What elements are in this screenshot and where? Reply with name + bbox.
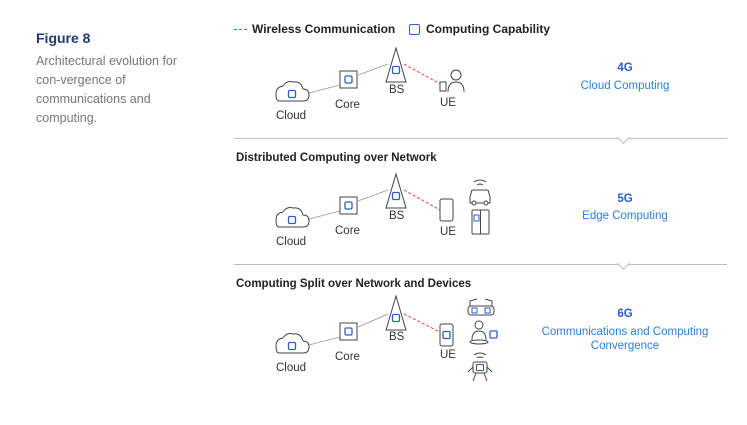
gen-6g: 6G — [617, 308, 633, 320]
section-6g-title: Computing Split over Network and Devices — [236, 278, 472, 290]
section-6g-diagram — [275, 294, 498, 382]
legend-computing: Computing Capability — [409, 22, 550, 36]
ue-label: UE — [440, 349, 456, 361]
separator-2 — [234, 264, 727, 265]
smartphone-icon — [439, 198, 454, 222]
dashed-line-icon — [234, 29, 247, 31]
core-server-icon — [339, 70, 358, 89]
cloud-icon — [275, 333, 310, 354]
person-hologram-icon — [469, 320, 498, 345]
gen-5g: 5G — [617, 193, 633, 205]
base-station-icon — [385, 294, 407, 331]
legend-wireless: Wireless Communication — [234, 22, 395, 36]
user-person-icon — [439, 69, 465, 93]
refrigerator-icon — [471, 209, 490, 235]
cloud-label: Cloud — [276, 110, 307, 122]
core-label: Core — [335, 351, 360, 363]
cloud-icon — [275, 81, 310, 102]
gen-4g: 4G — [617, 62, 633, 74]
bs-label: BS — [389, 210, 405, 222]
cloud-label: Cloud — [276, 362, 307, 374]
figure-title: Figure 8 — [36, 30, 91, 46]
section-5g-diagram — [275, 172, 491, 235]
base-station-icon — [385, 172, 407, 209]
ue-label: UE — [440, 97, 456, 109]
gen-4g-subtitle: Cloud Computing — [580, 80, 670, 92]
bs-label: BS — [389, 331, 405, 343]
smartphone-icon — [439, 323, 454, 347]
legend-computing-label: Computing Capability — [426, 22, 550, 36]
vr-glasses-icon — [467, 298, 495, 316]
section-4g-diagram — [275, 46, 465, 102]
core-server-icon — [339, 196, 358, 215]
separator-1 — [234, 138, 727, 139]
core-label: Core — [335, 225, 360, 237]
base-station-icon — [385, 46, 407, 83]
section-5g-title: Distributed Computing over Network — [236, 152, 437, 164]
legend-wireless-label: Wireless Communication — [252, 22, 396, 36]
robot-icon — [467, 352, 493, 382]
ue-label: UE — [440, 226, 456, 238]
gen-5g-subtitle: Edge Computing — [582, 210, 668, 222]
chip-icon — [409, 24, 420, 36]
cloud-label: Cloud — [276, 236, 307, 248]
core-server-icon — [339, 322, 358, 341]
cloud-icon — [275, 207, 310, 228]
core-label: Core — [335, 99, 360, 111]
gen-6g-subtitle: Communications and Computing Convergence — [541, 326, 709, 352]
figure-caption: Architectural evolution for con-vergence… — [36, 54, 178, 125]
car-icon — [469, 179, 491, 206]
bs-label: BS — [389, 84, 405, 96]
